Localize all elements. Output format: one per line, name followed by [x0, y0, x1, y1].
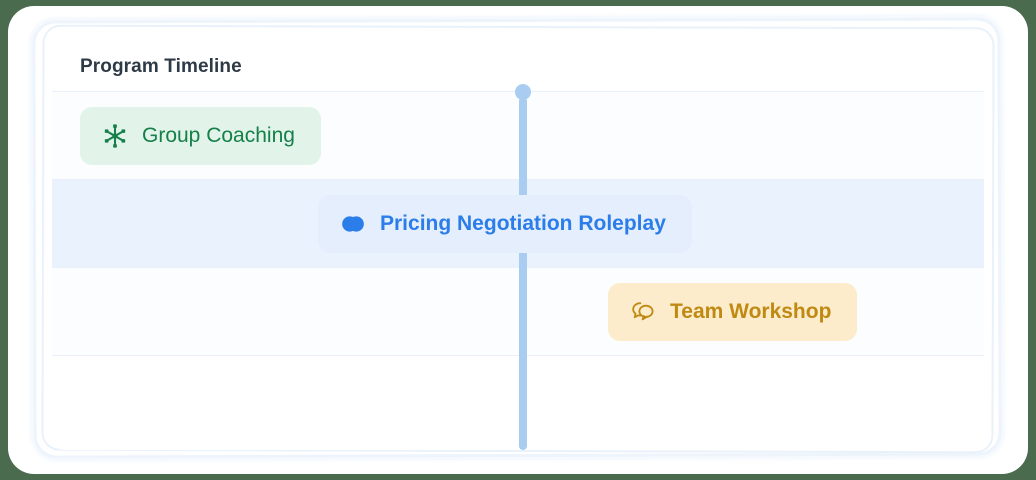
hub-network-icon [102, 123, 128, 149]
timeline-body: Group Coaching Pricing Negotiation Rolep… [52, 84, 984, 450]
event-pricing-negotiation-roleplay[interactable]: Pricing Negotiation Roleplay [318, 194, 692, 253]
page-title: Program Timeline [80, 55, 242, 77]
timeline-row-empty[interactable] [52, 355, 984, 443]
overlapping-circles-icon [340, 211, 366, 237]
event-label: Pricing Negotiation Roleplay [380, 212, 666, 235]
timeline-row-pricing-negotiation[interactable]: Pricing Negotiation Roleplay [52, 179, 984, 267]
event-team-workshop[interactable]: Team Workshop [608, 282, 858, 341]
event-label: Group Coaching [142, 124, 295, 147]
event-group-coaching[interactable]: Group Coaching [80, 106, 321, 165]
program-timeline-card: Program Timeline [52, 42, 984, 450]
event-label: Team Workshop [670, 300, 832, 323]
timeline-row-team-workshop[interactable]: Team Workshop [52, 267, 984, 355]
chat-bubbles-icon [630, 299, 656, 325]
timeline-row-group-coaching[interactable]: Group Coaching [52, 91, 984, 179]
card-header: Program Timeline [52, 42, 984, 91]
